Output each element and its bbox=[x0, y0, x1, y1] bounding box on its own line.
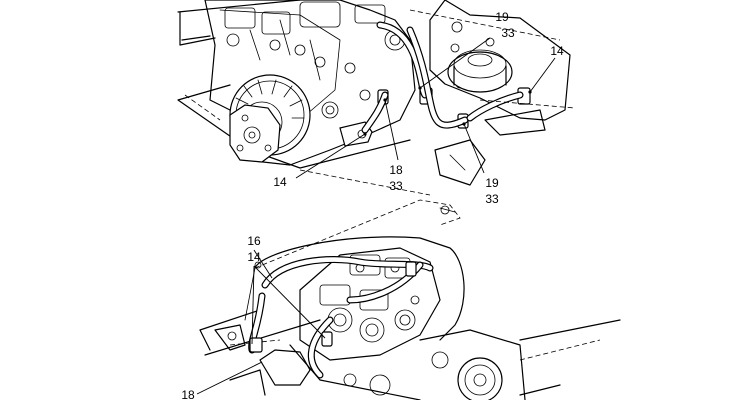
callout-label: 14 bbox=[247, 250, 261, 264]
leader-lines bbox=[196, 37, 556, 395]
callout-label: 33 bbox=[389, 179, 403, 193]
callout-label: 19 bbox=[485, 176, 499, 190]
callout-label: 33 bbox=[485, 192, 499, 206]
callout-label: 18 bbox=[181, 388, 195, 400]
callout-label: 16 bbox=[247, 234, 261, 248]
upper-assembly bbox=[177, 0, 576, 196]
callout-label: 33 bbox=[501, 26, 515, 40]
callout-labels: 19 33 14 18 33 19 33 14 16 14 18 bbox=[181, 10, 564, 400]
lower-assembly bbox=[199, 199, 621, 400]
callout-label: 18 bbox=[389, 163, 403, 177]
callout-label: 14 bbox=[273, 175, 287, 189]
callout-label: 19 bbox=[495, 10, 509, 24]
callout-label: 14 bbox=[550, 44, 564, 58]
